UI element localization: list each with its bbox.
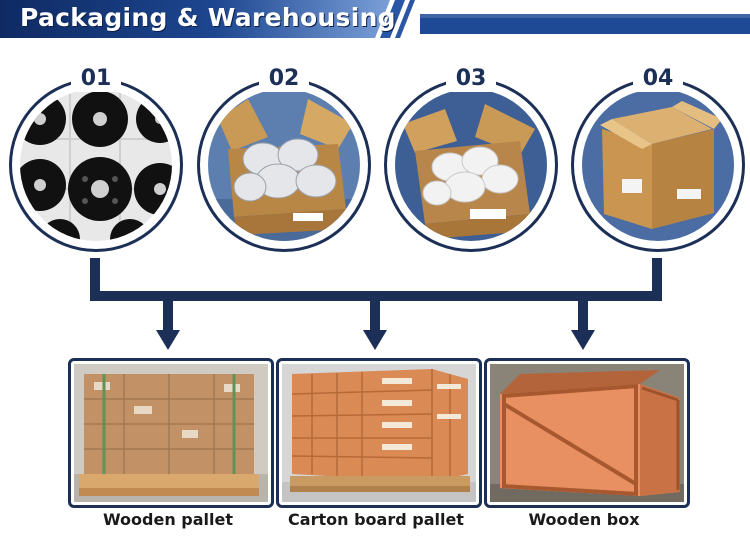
step-04: 04	[571, 66, 745, 252]
caption-wooden-pallet: Wooden pallet	[102, 510, 234, 529]
step-01: 01	[9, 66, 183, 252]
step-number: 02	[259, 66, 309, 92]
step-circle	[9, 78, 183, 252]
step-circle	[197, 78, 371, 252]
step-number: 01	[71, 66, 121, 92]
step-circle	[384, 78, 558, 252]
step-circle	[571, 78, 745, 252]
step-photo-open-carton	[208, 89, 360, 241]
step-02: 02	[197, 66, 371, 252]
step-number: 04	[633, 66, 683, 92]
caption-wooden-box: Wooden box	[528, 510, 640, 529]
header-banner: Packaging & Warehousing	[0, 0, 750, 38]
banner-background	[0, 0, 750, 38]
photo-wooden-pallet	[68, 358, 274, 508]
arrow-down-icon	[156, 330, 180, 350]
step-photo-sealed-carton	[582, 89, 734, 241]
step-number: 03	[446, 66, 496, 92]
step-photo-backing-plates	[20, 89, 172, 241]
photo-carton-board-pallet	[276, 358, 482, 508]
page-title: Packaging & Warehousing	[20, 3, 396, 32]
arrow-down-icon	[363, 330, 387, 350]
step-photo-wrapped-carton	[395, 89, 547, 241]
arrow-down-icon	[571, 330, 595, 350]
photo-wooden-box	[484, 358, 690, 508]
step-03: 03	[384, 66, 558, 252]
caption-carton-board-pallet: Carton board pallet	[288, 510, 464, 529]
